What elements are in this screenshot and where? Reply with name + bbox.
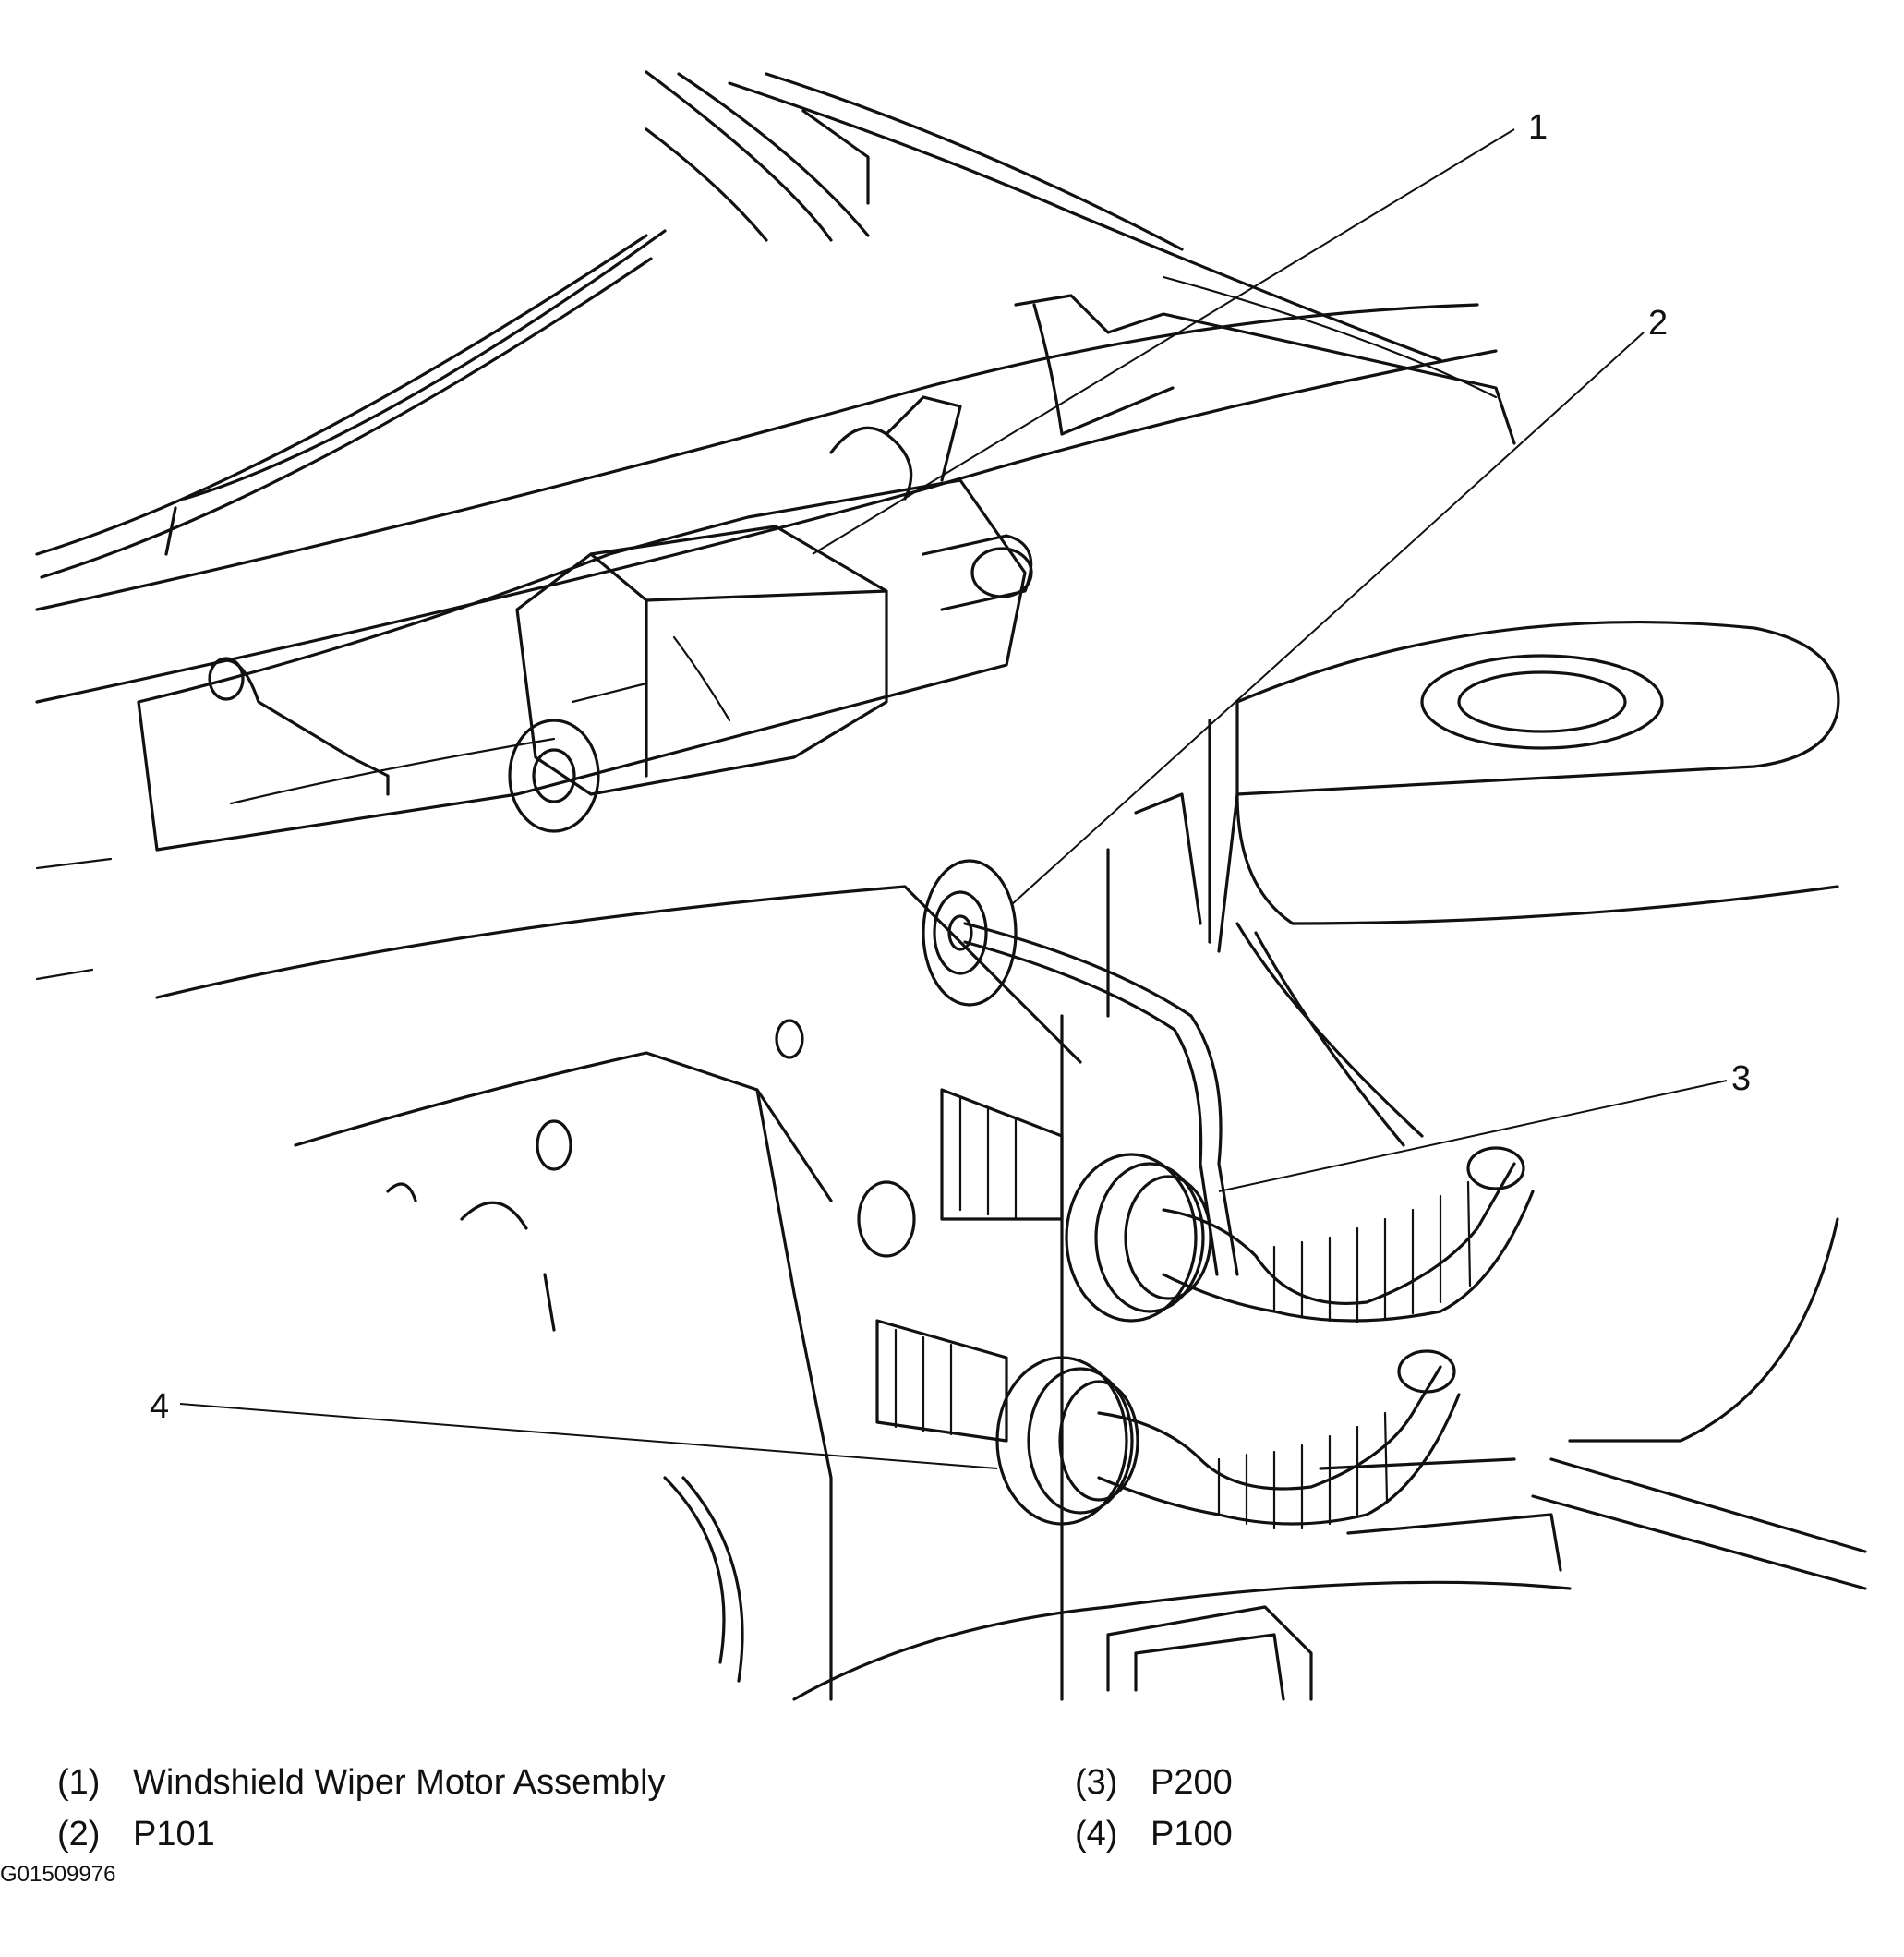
callout-1: 1 xyxy=(1528,108,1548,147)
legend-item-2: (2) P101 xyxy=(57,1814,215,1854)
legend-item-2-number: (2) xyxy=(57,1815,101,1854)
leader-lines xyxy=(179,128,1728,1469)
leader-line-4 xyxy=(179,1403,998,1469)
legend-item-4-text: P100 xyxy=(1151,1815,1233,1854)
legend-item-1: (1) Windshield Wiper Motor Assembly xyxy=(57,1762,666,1803)
leader-line-3 xyxy=(1218,1080,1728,1192)
legend-item-1-number: (1) xyxy=(57,1763,101,1802)
strut-tower xyxy=(1208,621,1840,953)
cowl-panel-lines xyxy=(35,70,1516,704)
leader-line-1 xyxy=(812,128,1515,555)
callout-2: 2 xyxy=(1648,304,1668,343)
callout-3: 3 xyxy=(1731,1059,1751,1098)
legend-item-1-text: Windshield Wiper Motor Assembly xyxy=(133,1763,666,1802)
legend-item-3-number: (3) xyxy=(1075,1763,1118,1802)
callout-4: 4 xyxy=(150,1387,169,1426)
figure-id: G01509976 xyxy=(0,1862,116,1887)
legend-item-4-number: (4) xyxy=(1075,1815,1118,1854)
legend-item-3-text: P200 xyxy=(1151,1763,1233,1802)
p100-connector xyxy=(875,1319,1461,1530)
leader-line-2 xyxy=(1010,332,1645,906)
legend-item-4: (4) P100 xyxy=(1075,1814,1233,1854)
p101-grommet xyxy=(922,859,1239,1276)
p200-connector xyxy=(940,1088,1535,1324)
wiper-motor-assembly xyxy=(137,395,1033,852)
firewall-section xyxy=(35,792,1867,1701)
wiper-motor-diagram: 1 2 3 4 xyxy=(35,70,1867,1701)
legend-item-2-text: P101 xyxy=(133,1815,215,1854)
legend-item-3: (3) P200 xyxy=(1075,1762,1233,1803)
